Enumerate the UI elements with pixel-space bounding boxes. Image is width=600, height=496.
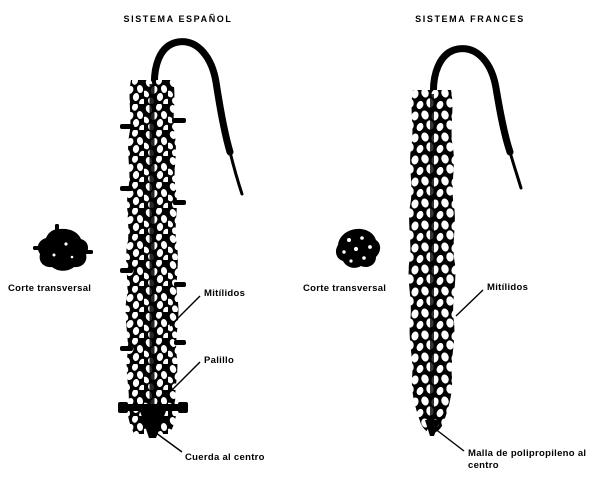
spanish-system-title: SISTEMA ESPAÑOL — [123, 14, 233, 24]
spanish-suspension-line — [150, 38, 234, 156]
label-corte-transversal-spanish: Corte transversal — [8, 283, 92, 294]
french-cross-section — [335, 228, 381, 268]
french-system-panel — [335, 45, 523, 452]
label-malla-polipropileno: Malla de polipropileno al centro — [468, 448, 587, 471]
french-suspension-line-tail — [508, 150, 523, 190]
spanish-cross-section — [33, 224, 93, 271]
french-system-title: SISTEMA FRANCES — [415, 14, 525, 24]
spanish-rope-tip — [140, 411, 166, 438]
leader-mitilidos-french — [455, 289, 484, 317]
label-corte-transversal-french: Corte transversal — [303, 283, 387, 294]
label-cuerda-al-centro: Cuerda al centro — [185, 452, 265, 463]
leader-malla-polipropileno — [433, 427, 465, 452]
label-palillo-spanish: Palillo — [204, 355, 235, 366]
spanish-system-panel — [33, 38, 244, 453]
label-mitilidos-french: Mitílidos — [487, 282, 529, 293]
leader-cuerda-al-centro — [151, 429, 183, 453]
leader-mitilidos-spanish — [169, 295, 201, 327]
spanish-palillo-pegs — [118, 118, 188, 413]
leader-palillo-spanish — [169, 361, 201, 393]
french-suspension-line — [429, 45, 514, 156]
spanish-suspension-line-tail — [228, 150, 244, 196]
french-rope-tip — [425, 420, 440, 436]
label-mitilidos-spanish: Mitílidos — [204, 288, 246, 299]
